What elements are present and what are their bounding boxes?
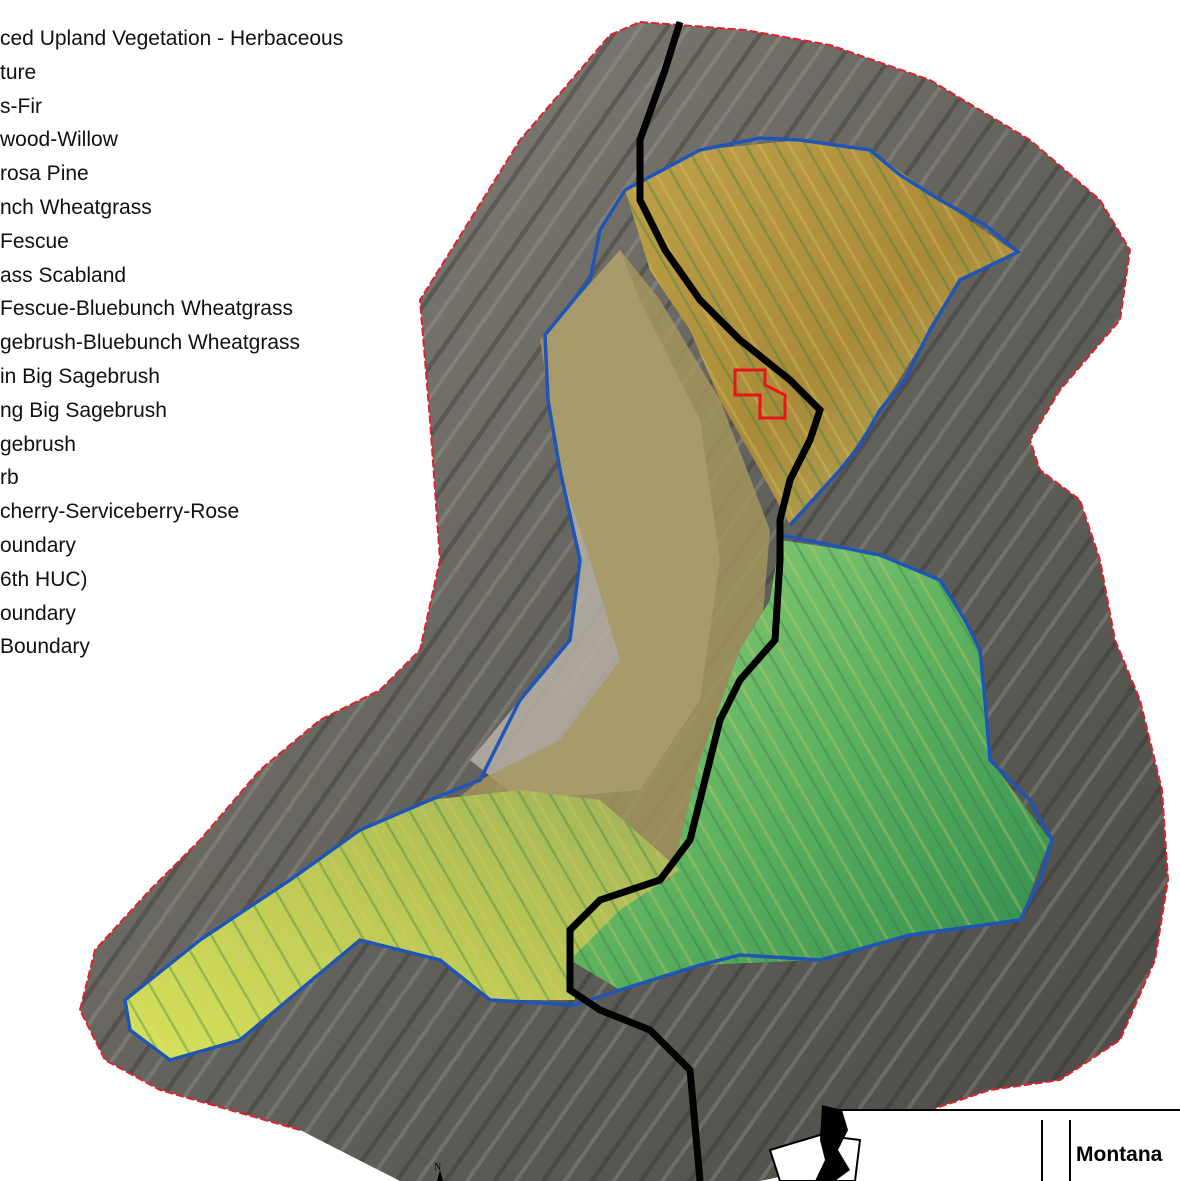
legend-item: ture (0, 60, 37, 84)
legend-item: rb (0, 466, 19, 490)
west-watershed-boundary (123, 189, 627, 1062)
inset-frame (839, 1109, 1180, 1181)
southwest-watershed-texture (125, 790, 680, 1060)
legend-item: Fescue-Bluebunch Wheatgrass (0, 297, 293, 321)
legend-item: gebrush (0, 432, 76, 456)
south-watershed-boundary (574, 533, 1054, 1007)
legend-item: s-Fir (0, 94, 42, 118)
north-watershed-boundary (624, 136, 1022, 527)
river (566, 20, 825, 1181)
legend-item: Fescue (0, 229, 69, 253)
legend-item: ced Upland Vegetation - Herbaceous (0, 27, 344, 50)
legend-item: ass Scabland (0, 263, 127, 287)
inset-coast (815, 1105, 850, 1181)
west-watershed-vegetation (420, 250, 770, 900)
legend-item: cherry-Serviceberry-Rose (0, 500, 240, 524)
legend-item: oundary (0, 601, 76, 625)
buffer-boundary (639, 21, 1170, 1161)
north-arrow-icon (437, 1170, 443, 1181)
legend-item: gebrush-Bluebunch Wheatgrass (0, 331, 301, 355)
south-watershed-texture (570, 540, 1050, 990)
map-legend: ced Upland Vegetation - Herbaceous ture … (0, 22, 420, 664)
north-watershed-texture (625, 140, 1015, 525)
legend-item: in Big Sagebrush (0, 364, 160, 388)
legend-item: ng Big Sagebrush (0, 398, 167, 422)
north-arrow-label: N (434, 1162, 442, 1173)
property-parcel (733, 368, 787, 420)
legend-item: Boundary (0, 635, 90, 659)
legend-item: rosa Pine (0, 162, 89, 186)
legend-item: wood-Willow (0, 128, 118, 152)
legend-item: nch Wheatgrass (0, 195, 152, 219)
inset-state-label: Montana (1076, 1143, 1163, 1166)
legend-item: oundary (0, 533, 76, 557)
legend-item: 6th HUC) (0, 567, 88, 591)
